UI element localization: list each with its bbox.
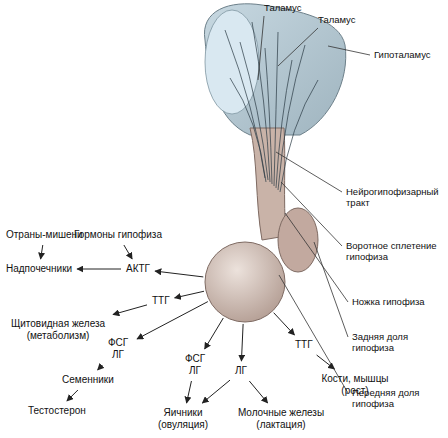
node-text: ФСГ ЛГ bbox=[104, 337, 132, 361]
hormone-target-node: Тестостерон bbox=[26, 404, 88, 418]
secretion-arrow bbox=[175, 291, 204, 298]
part-label: Передняя доля гипофиза bbox=[350, 386, 436, 410]
node-text: ТТГ bbox=[152, 295, 170, 307]
secretion-arrow bbox=[241, 324, 243, 361]
hormone-target-node: ФСГ ЛГ bbox=[179, 352, 211, 378]
node-text: Надпочечники bbox=[6, 263, 72, 275]
anterior-lobe bbox=[205, 242, 285, 322]
node-text: Щитовидная железа (метаболизм) bbox=[8, 318, 108, 342]
secretion-arrow bbox=[155, 271, 203, 277]
leader-line bbox=[278, 28, 318, 66]
part-label: Воротное сплетение гипофиза bbox=[344, 239, 444, 263]
hormone-target-node: ТТГ bbox=[293, 338, 315, 352]
fiber bbox=[278, 45, 305, 190]
hormone-target-node: Отраны-мишени bbox=[4, 228, 85, 242]
hormone-arrow bbox=[77, 269, 121, 270]
fiber bbox=[280, 80, 318, 192]
hormone-target-node: АКТГ bbox=[124, 262, 152, 276]
leader-line bbox=[328, 46, 370, 55]
node-text: Отраны-мишени bbox=[6, 229, 83, 241]
hormone-arrow bbox=[202, 380, 230, 403]
hormone-arrow bbox=[187, 381, 192, 403]
node-text: Гормоны гипофиза bbox=[74, 229, 162, 241]
hormone-arrow bbox=[67, 390, 78, 401]
part-label: Таламус bbox=[316, 13, 320, 26]
node-text: Семенники bbox=[62, 374, 114, 386]
node-text: Яичники (овуляция) bbox=[152, 407, 214, 431]
secretion-arrow bbox=[205, 318, 224, 349]
hormone-target-node: ТТГ bbox=[150, 294, 172, 308]
node-text: Тестостерон bbox=[28, 405, 86, 417]
fiber bbox=[274, 32, 278, 186]
secretion-arrow bbox=[274, 313, 295, 335]
part-label: Нейрогипофизарный тракт bbox=[344, 185, 444, 209]
secretion-arrows bbox=[137, 271, 294, 361]
leader-line bbox=[285, 213, 348, 302]
hormone-arrow bbox=[249, 381, 267, 403]
neurosecretory-fibers bbox=[225, 22, 318, 192]
leader-line bbox=[281, 182, 342, 246]
fiber bbox=[265, 48, 272, 184]
leader-line bbox=[276, 152, 342, 192]
hormone-target-node: ФСГ ЛГ bbox=[102, 336, 134, 362]
hormone-target-node: Семенники bbox=[60, 373, 116, 387]
hormone-target-node: ЛГ bbox=[233, 364, 249, 378]
part-label: Таламус bbox=[262, 1, 266, 14]
fiber bbox=[225, 30, 265, 178]
hormone-arrow bbox=[98, 365, 103, 370]
thalamus-surface bbox=[205, 10, 259, 114]
node-text: ТТГ bbox=[295, 339, 313, 351]
leader-line bbox=[258, 16, 264, 80]
part-label: Задняя доля гипофиза bbox=[350, 330, 426, 354]
hormone-arrow bbox=[124, 245, 132, 259]
secretion-arrow bbox=[137, 302, 208, 339]
hormone-arrow bbox=[113, 305, 147, 315]
hormone-target-node: Молочные железы (лактация) bbox=[234, 406, 328, 432]
node-text: АКТГ bbox=[126, 263, 150, 275]
hormone-target-node: Щитовидная железа (метаболизм) bbox=[6, 317, 110, 343]
node-text: ФСГ ЛГ bbox=[181, 353, 209, 377]
hormone-target-node: Яичники (овуляция) bbox=[150, 406, 216, 432]
hormone-target-node: Гормоны гипофиза bbox=[72, 228, 164, 242]
fiber bbox=[230, 78, 266, 182]
hormone-arrow bbox=[41, 245, 43, 259]
leader-line bbox=[314, 242, 348, 337]
brain-section bbox=[204, 4, 345, 135]
hormone-arrow bbox=[317, 355, 335, 369]
part-label: Гипоталамус bbox=[372, 48, 376, 61]
posterior-lobe bbox=[278, 208, 318, 272]
node-text: Молочные железы (лактация) bbox=[236, 407, 326, 431]
part-label: Ножка гипофиза bbox=[350, 295, 354, 308]
hormone-target-node: Надпочечники bbox=[4, 262, 74, 276]
node-text: ЛГ bbox=[235, 365, 247, 377]
fiber bbox=[240, 42, 268, 180]
